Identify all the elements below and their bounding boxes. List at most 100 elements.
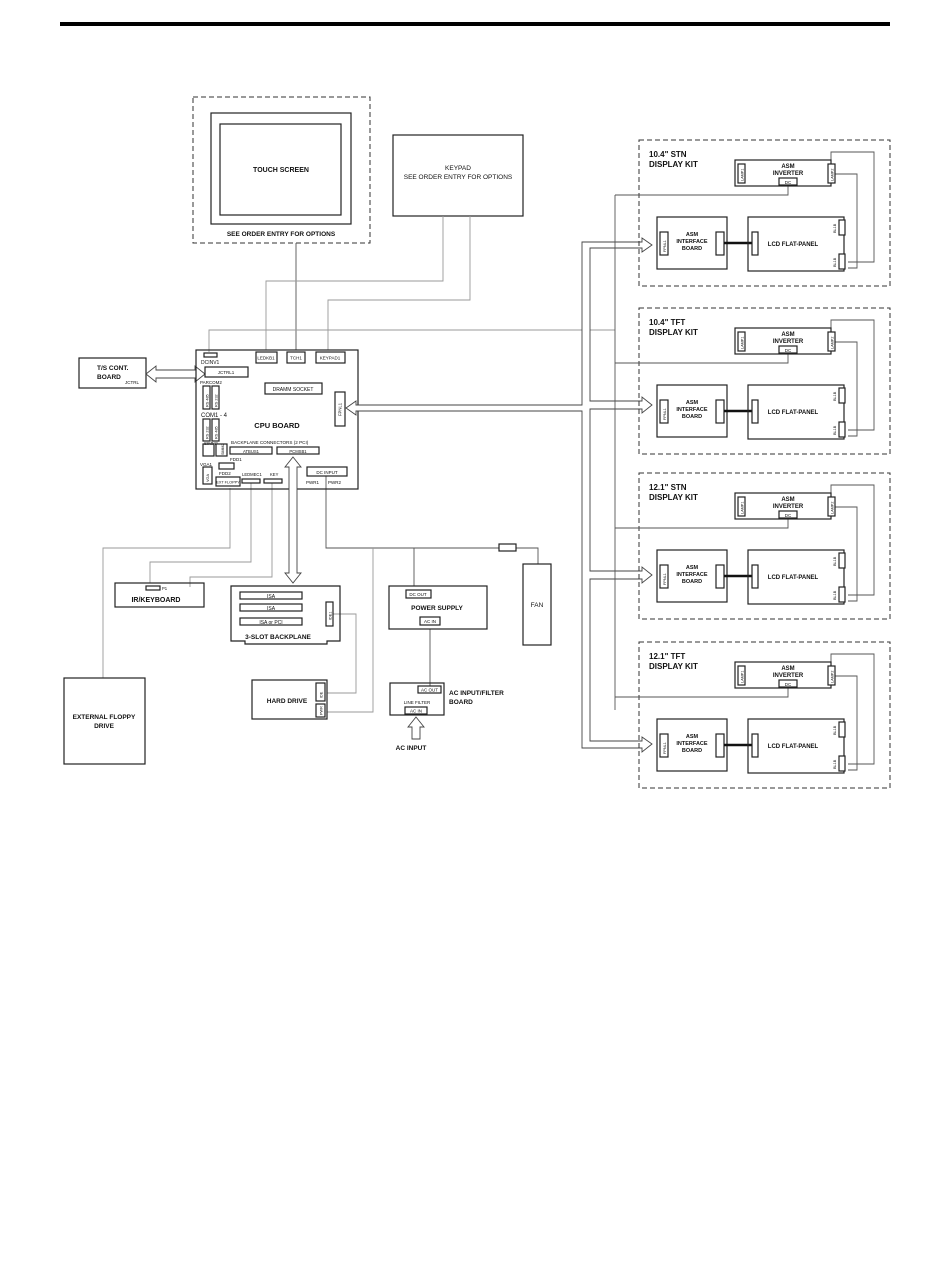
ledmec1-connector [241,478,261,484]
cables [102,216,615,713]
external-floppy-group: EXTERNAL FLOPPY DRIVE [63,677,146,765]
inverter-dc-label: DC [785,348,792,353]
dramm-socket-label: DRAMM SOCKET [273,387,314,393]
simm2-label: SIMM2 [221,444,225,455]
jctrl1-label: JCTRL1 [218,370,235,375]
backplane-arrow [284,456,302,584]
inverter-dc-label: DC [785,682,792,687]
rs232-connector [211,385,220,410]
lamp1-connector [737,163,746,184]
lamp2-loop [835,506,858,602]
rs232b-label: RS 232 [206,426,210,439]
display-kit-frame [638,139,891,287]
backplane-label: 3-SLOT BACKPLANE [245,634,311,641]
interface-label-1: ASM [686,734,699,740]
keypad-group: KEYPAD SEE ORDER ENTRY FOR OPTIONS [392,134,524,217]
inverter-dc-connector [778,345,798,354]
touch-screen-group: TOUCH SCREEN SEE ORDER ENTRY FOR OPTIONS [192,96,371,244]
dc-feed [615,688,789,698]
bl-loop [830,653,875,765]
inverter-label-1: ASM [781,666,794,672]
inverter-dc-connector [778,177,798,186]
interface-label-2: INTERFACE [676,741,708,747]
cpu-board [195,349,359,490]
power-ac-in-label: AC IN [424,619,436,624]
ext-floppy-connector [215,476,241,487]
bl1-connector [838,721,846,738]
dramm-socket [264,382,323,395]
lcd-panel [747,384,845,440]
ts-controller-line2: BOARD [97,374,121,381]
pcmsb1-label: PCMSB1 [289,449,307,454]
keypad-note: SEE ORDER ENTRY FOR OPTIONS [404,174,513,181]
vga-connector [202,466,213,485]
hard-drive-label: HARD DRIVE [267,698,308,705]
ledkb1-label: LEDKB1 [257,356,275,361]
ir-keyboard-board [114,582,205,608]
bl2-connector [838,421,846,438]
bl2-label: BL1B [833,759,837,769]
dcinv1-label: DCINV1 [201,360,220,366]
interface-fpnl-label: FPNL1 [663,408,667,420]
rs485b-connector [211,418,220,442]
hard-drive-ide-label: IDE [320,691,324,698]
ext-floppy-label: EXT FLOPPY [216,481,240,485]
display-kit: 10.4" STN DISPLAY KIT LAMP1 ASM INVERTER… [615,139,891,287]
lamp1-label: LAMP1 [741,671,745,683]
lcd-label: LCD FLAT-PANEL [768,410,819,416]
lcd-in-connector [751,733,759,758]
display-kit-frame [638,641,891,789]
key-connector [263,478,283,484]
display-kit-title-2: DISPLAY KIT [649,328,698,337]
bl2-label: BL1B [833,257,837,267]
fpnl-bus [345,195,653,753]
keypad1-label: KEYPAD1 [320,356,341,361]
bl2-connector [838,755,846,772]
atbus1-connector [229,446,273,455]
touch-screen-title: TOUCH SCREEN [253,167,309,174]
lamp1-connector [737,665,746,686]
interface-fpnl-label: FPNL1 [663,742,667,754]
line-filter-label: LINE FILTER [404,700,431,705]
ts-controller-conn: JCTRL [125,380,139,385]
power-supply-group: DC OUT POWER SUPPLY AC IN [388,585,488,630]
cpu-board-group: DCINV1 LEDKB1 TCH1 KEYPAD1 JCTRL1 PARCOM… [195,349,359,584]
dc-feed [615,186,789,196]
display-kit: 10.4" TFT DISPLAY KIT LAMP1 ASM INVERTER… [615,307,891,455]
bl1-connector [838,219,846,236]
ir-keyboard-group: P1 IR/KEYBOARD [114,582,205,608]
touch-screen-display [219,123,342,216]
header-rule [60,22,890,26]
power-ac-in-connector [419,616,441,626]
ts-controller-group: T/S CONT. BOARD JCTRL [78,357,206,389]
bl2-connector [838,586,846,603]
tch1-connector [286,351,306,364]
bl2-label: BL1B [833,425,837,435]
display-kit-title-1: 10.4" STN [649,150,687,159]
interface-fpnl-label: FPNL1 [663,240,667,252]
bl-loop [830,319,875,431]
ac-filter-line1: AC INPUT/FILTER [449,690,504,697]
interface-fpnl-connector [659,231,669,256]
touch-screen-bezel [210,112,352,225]
display-kit: 12.1" STN DISPLAY KIT LAMP1 ASM INVERTER… [615,472,891,620]
bl2-connector [838,253,846,270]
interface-label-2: INTERFACE [676,572,708,578]
display-kits: 10.4" STN DISPLAY KIT LAMP1 ASM INVERTER… [615,139,891,789]
dcinv1-connector [203,352,218,358]
ledkb1-connector [255,351,278,364]
simm1-label: SIMM1 [204,441,219,446]
bl1-connector [838,552,846,569]
interface-label-3: BOARD [682,748,702,754]
inverter-dc-connector [778,679,798,688]
bl1-label: BL1B [833,223,837,233]
keypad-box [392,134,524,217]
display-kit-title-1: 12.1" STN [649,483,687,492]
fpnl1-label: FPNL1 [338,402,343,416]
rs232b-connector [202,418,211,442]
lcd-in-connector [751,231,759,256]
hard-drive-pwr-connector [315,703,326,718]
fdd1-label: FDD1 [230,457,242,462]
ac-out-connector [417,685,442,694]
fan-label: FAN [531,602,544,609]
